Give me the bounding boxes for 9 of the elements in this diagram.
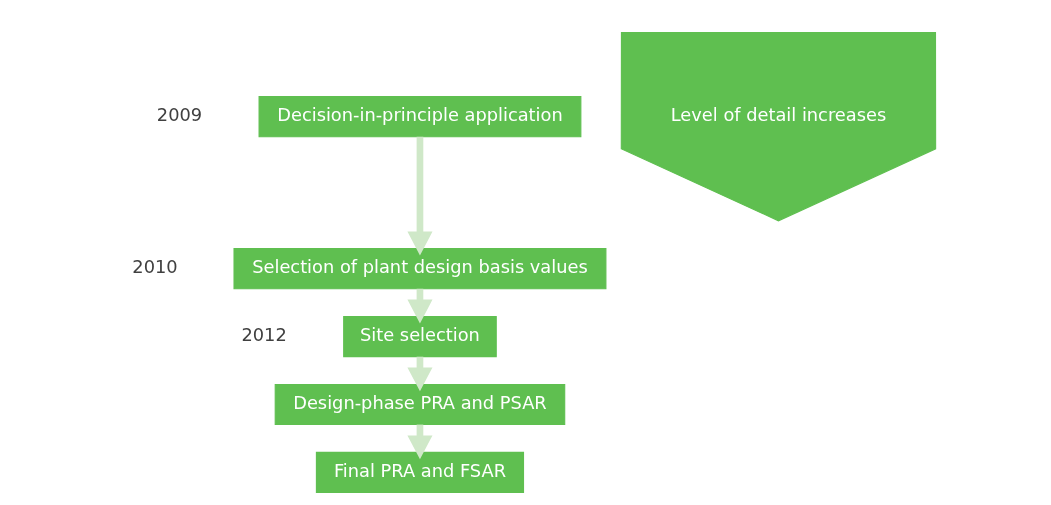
node-box: Decision-in-principle application (258, 96, 582, 138)
node-box: Selection of plant design basis values (233, 248, 607, 290)
node-box: Design-phase PRA and PSAR (274, 383, 566, 426)
node-label: 2012 (241, 323, 287, 345)
node-box: Final PRA and FSAR (315, 451, 525, 493)
node-label: 2010 (132, 255, 178, 277)
node-box: Site selection (343, 315, 497, 358)
node-label: 2009 (156, 103, 203, 125)
arrow (407, 136, 433, 256)
